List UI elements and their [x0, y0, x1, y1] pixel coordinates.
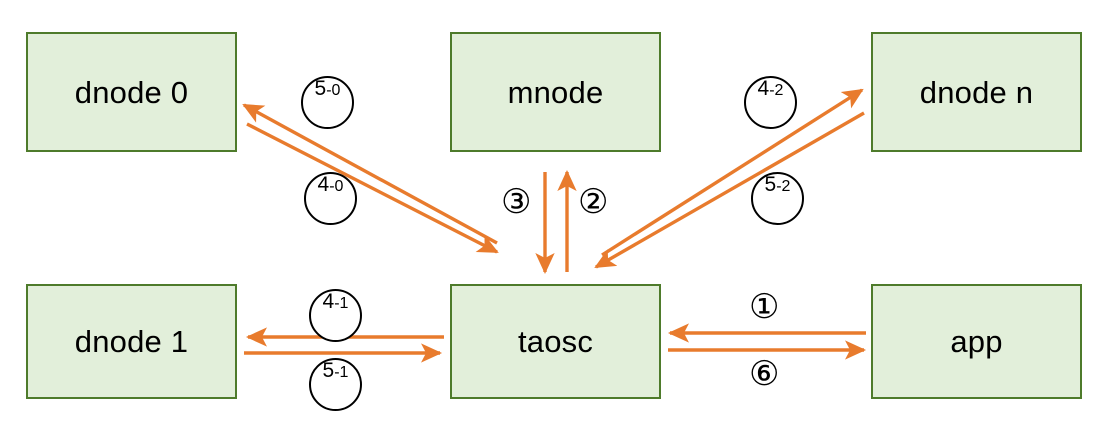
node-dnode0: dnode 0	[26, 32, 237, 152]
step-badge-1: ①	[749, 287, 780, 327]
node-app-label: app	[950, 324, 1003, 359]
step-badge-4-0-sub: -0	[329, 178, 344, 195]
step-badge-5-2-main: 5	[764, 173, 777, 196]
step-badge-5-2-sub: -2	[776, 178, 791, 195]
arrow-dnoden-to-taosc-5-2	[594, 111, 865, 269]
node-taosc-label: taosc	[517, 324, 594, 359]
step-badge-4-2: 4 -2	[744, 76, 797, 129]
step-badge-6: ⑥	[749, 354, 780, 394]
arrow-dnode0-to-taosc-4-0	[246, 122, 499, 254]
step-badge-5-1: 5 -1	[309, 358, 362, 411]
step-badge-3: ③	[501, 182, 532, 222]
arrow-taosc-to-dnode0-5-0	[242, 103, 498, 245]
node-dnode1-label: dnode 1	[74, 324, 189, 359]
step-badge-4-2-main: 4	[757, 77, 770, 100]
step-badge-5-0: 5 -0	[301, 76, 354, 129]
node-taosc: taosc	[450, 284, 661, 399]
node-dnoden: dnode n	[871, 32, 1082, 152]
step-badge-4-1-sub: -1	[334, 295, 349, 312]
step-badge-4-0-main: 4	[317, 173, 330, 196]
step-badge-5-1-main: 5	[322, 359, 335, 382]
step-badge-5-2: 5 -2	[751, 172, 804, 225]
step-badge-4-0: 4 -0	[304, 172, 357, 225]
step-badge-4-1: 4 -1	[309, 289, 362, 342]
node-mnode: mnode	[450, 32, 661, 152]
step-badge-5-1-sub: -1	[334, 364, 349, 381]
step-badge-4-1-main: 4	[322, 290, 335, 313]
node-dnode1: dnode 1	[26, 284, 237, 399]
step-badge-4-2-sub: -2	[769, 82, 784, 99]
step-badge-5-0-sub: -0	[326, 82, 341, 99]
step-badge-5-0-main: 5	[314, 77, 327, 100]
step-badge-2: ②	[578, 182, 609, 222]
node-dnoden-label: dnode n	[919, 74, 1034, 110]
node-app: app	[871, 284, 1082, 399]
arrow-taosc-to-dnoden-4-2	[601, 88, 864, 257]
node-dnode0-label: dnode 0	[74, 74, 189, 110]
node-mnode-label: mnode	[507, 74, 604, 110]
